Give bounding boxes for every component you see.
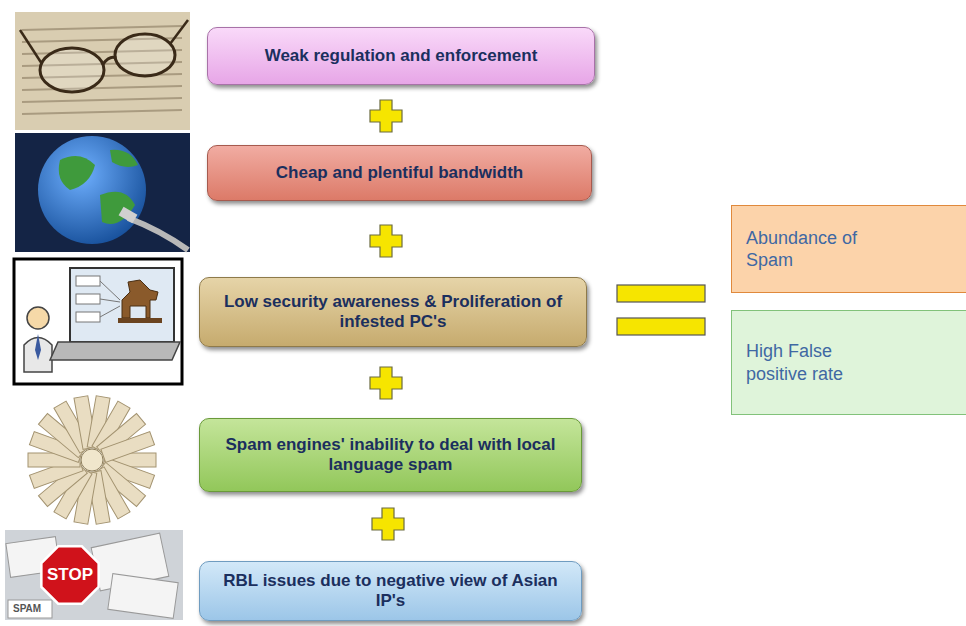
paper-fan-picture [28, 396, 156, 524]
trojan-laptop-picture-part [76, 294, 100, 304]
stop-sign-picture-part [108, 574, 178, 619]
glasses-picture-part [22, 26, 182, 114]
paper-fan-picture-part [101, 432, 155, 463]
globe-picture-part [15, 133, 190, 252]
glasses-picture-part [170, 20, 188, 44]
box-text: Cheap and plentiful bandwidth [228, 163, 571, 183]
trojan-laptop-picture-part [76, 276, 100, 286]
glasses-picture-part [40, 48, 104, 92]
glasses-picture-part [115, 34, 175, 76]
globe-picture-part [119, 207, 138, 224]
envelope-text: SPAM [12, 603, 42, 614]
trojan-laptop-picture-part [27, 307, 49, 329]
plus-signs-part [370, 225, 402, 257]
cause-box: RBL issues due to negative view of Asian… [199, 561, 582, 621]
box-text: Spam engines' inability to deal with loc… [220, 435, 561, 476]
box-text: RBL issues due to negative view of Asian… [220, 571, 561, 612]
trojan-laptop-picture-part [35, 334, 41, 360]
glasses-picture-part-part [22, 86, 182, 90]
box-text: Low security awareness & Proliferation o… [220, 292, 566, 333]
equals-sign-part [617, 318, 705, 335]
glasses-picture [15, 12, 190, 130]
globe-picture-part [59, 156, 95, 190]
globe-picture-part [38, 136, 146, 244]
stop-sign-picture-part [41, 546, 98, 603]
box-text: High False positive rate [746, 340, 871, 385]
trojan-laptop-picture-part [122, 280, 158, 318]
plus-signs-part [370, 100, 402, 132]
plus-signs-part [372, 508, 404, 540]
trojan-laptop-picture-part [100, 306, 120, 317]
stop-sign-picture-part [5, 530, 183, 620]
equals-sign-part [617, 285, 705, 302]
cause-box: Cheap and plentiful bandwidth [207, 145, 592, 201]
glasses-picture-part-part [22, 98, 182, 102]
glasses-picture-part-part [22, 26, 182, 30]
sign-text: STOP [47, 565, 93, 585]
globe-picture [15, 133, 190, 252]
globe-picture-part [110, 150, 138, 167]
glasses-picture-part [15, 12, 190, 130]
glasses-picture-part [103, 57, 116, 64]
stop-sign-picture [5, 530, 183, 620]
trojan-laptop-picture-part [100, 299, 120, 302]
trojan-laptop-picture-part [14, 259, 182, 384]
cause-box: Spam engines' inability to deal with loc… [199, 418, 582, 492]
cause-box: Low security awareness & Proliferation o… [199, 277, 587, 347]
trojan-laptop-picture-part [76, 312, 100, 322]
glasses-picture-part-part [22, 110, 182, 114]
globe-picture-part [128, 218, 188, 250]
trojan-laptop-picture-part [118, 318, 162, 323]
stop-sign-picture-part [8, 600, 52, 618]
paper-fan-picture-part [81, 449, 103, 471]
trojan-laptop-picture-part [100, 281, 120, 300]
trojan-laptop-picture-part [70, 268, 174, 342]
equals-sign [617, 285, 705, 335]
result-box: High False positive rate [731, 310, 966, 415]
box-text: Weak regulation and enforcement [228, 46, 574, 66]
trojan-laptop-picture-part [50, 342, 180, 360]
box-text: Abundance of Spam [746, 227, 871, 272]
glasses-picture-part [20, 30, 42, 64]
trojan-laptop-picture [14, 259, 182, 384]
plus-signs-part [370, 367, 402, 399]
result-box: Abundance of Spam [731, 205, 966, 293]
cause-box: Weak regulation and enforcement [207, 27, 595, 85]
